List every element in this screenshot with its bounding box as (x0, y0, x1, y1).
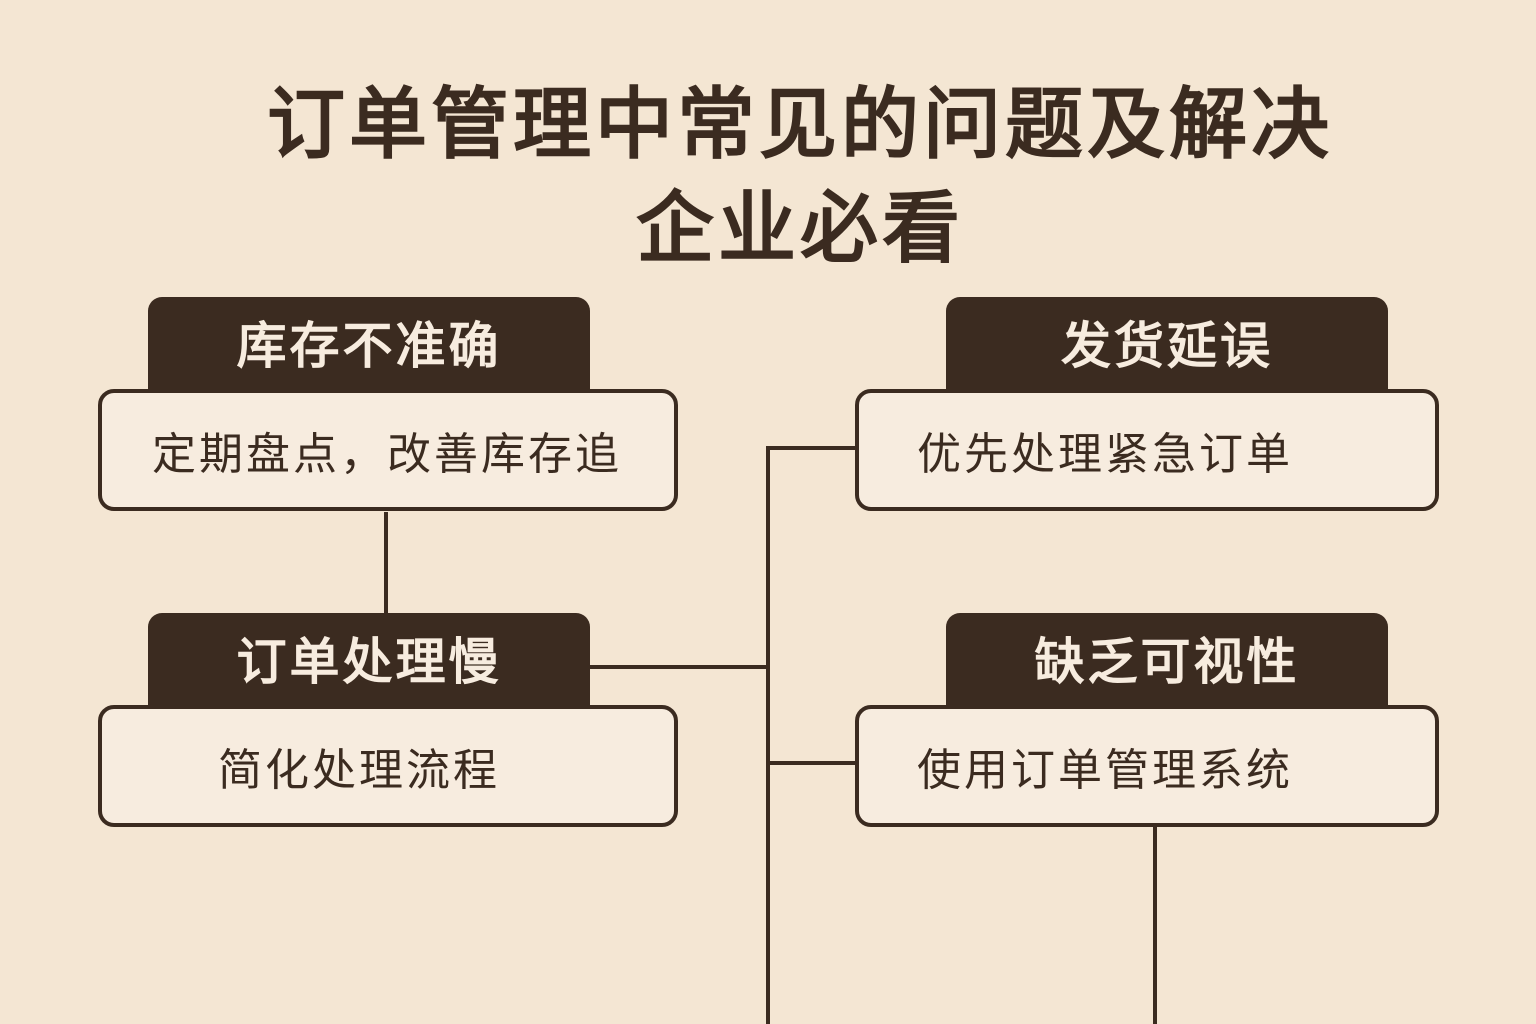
title-line-2: 企业必看 (635, 184, 964, 274)
solution-text: 定期盘点，改善库存追 (152, 429, 622, 480)
connector (1153, 827, 1157, 1024)
problem-tab-shipping-delay: 发货延误 (946, 297, 1388, 393)
problem-tab-visibility: 缺乏可视性 (946, 613, 1388, 709)
title-line-1: 订单管理中常见的问题及解决 (266, 80, 1333, 170)
solution-box-visibility: 使用订单管理系统 (855, 705, 1439, 827)
connector (766, 761, 856, 765)
connector (590, 665, 770, 669)
connector (766, 446, 856, 450)
solution-box-shipping-delay: 优先处理紧急订单 (855, 389, 1439, 511)
solution-box-slow-processing: 简化处理流程 (98, 705, 678, 827)
solution-text: 优先处理紧急订单 (917, 429, 1293, 480)
solution-text: 使用订单管理系统 (917, 745, 1293, 796)
solution-text: 简化处理流程 (218, 745, 500, 796)
connector (766, 446, 770, 1024)
problem-tab-inventory: 库存不准确 (148, 297, 590, 393)
connector (384, 512, 388, 614)
problem-tab-slow-processing: 订单处理慢 (148, 613, 590, 709)
solution-box-inventory: 定期盘点，改善库存追 (98, 389, 678, 511)
